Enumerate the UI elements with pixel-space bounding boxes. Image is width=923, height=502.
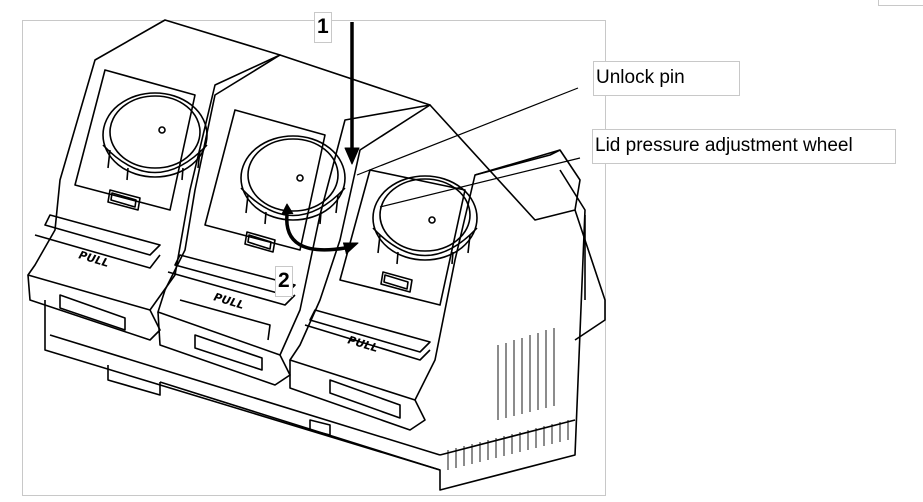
module-right <box>289 104 581 431</box>
module-left <box>27 19 281 341</box>
step-1-label: 1 <box>314 12 332 43</box>
step-2-label: 2 <box>275 266 293 297</box>
leader-line-lid-pressure-wheel <box>379 157 581 208</box>
rotation-arrow <box>281 203 359 255</box>
pull-label-middle: PULL <box>212 290 245 312</box>
leader-line-unlock-pin <box>356 87 579 176</box>
corner-mark <box>878 0 923 6</box>
knob-right <box>372 175 478 265</box>
pull-label-right: PULL <box>346 333 379 355</box>
lid-pressure-wheel-label: Lid pressure adjustment wheel <box>592 129 896 164</box>
heat-sink-fins <box>447 328 569 470</box>
base-housing <box>44 169 606 491</box>
pull-label-left: PULL <box>77 248 110 270</box>
unlock-pin-label: Unlock pin <box>593 61 740 96</box>
knob-left <box>102 92 208 181</box>
press-arrow <box>344 22 360 165</box>
knob-middle <box>240 135 346 225</box>
